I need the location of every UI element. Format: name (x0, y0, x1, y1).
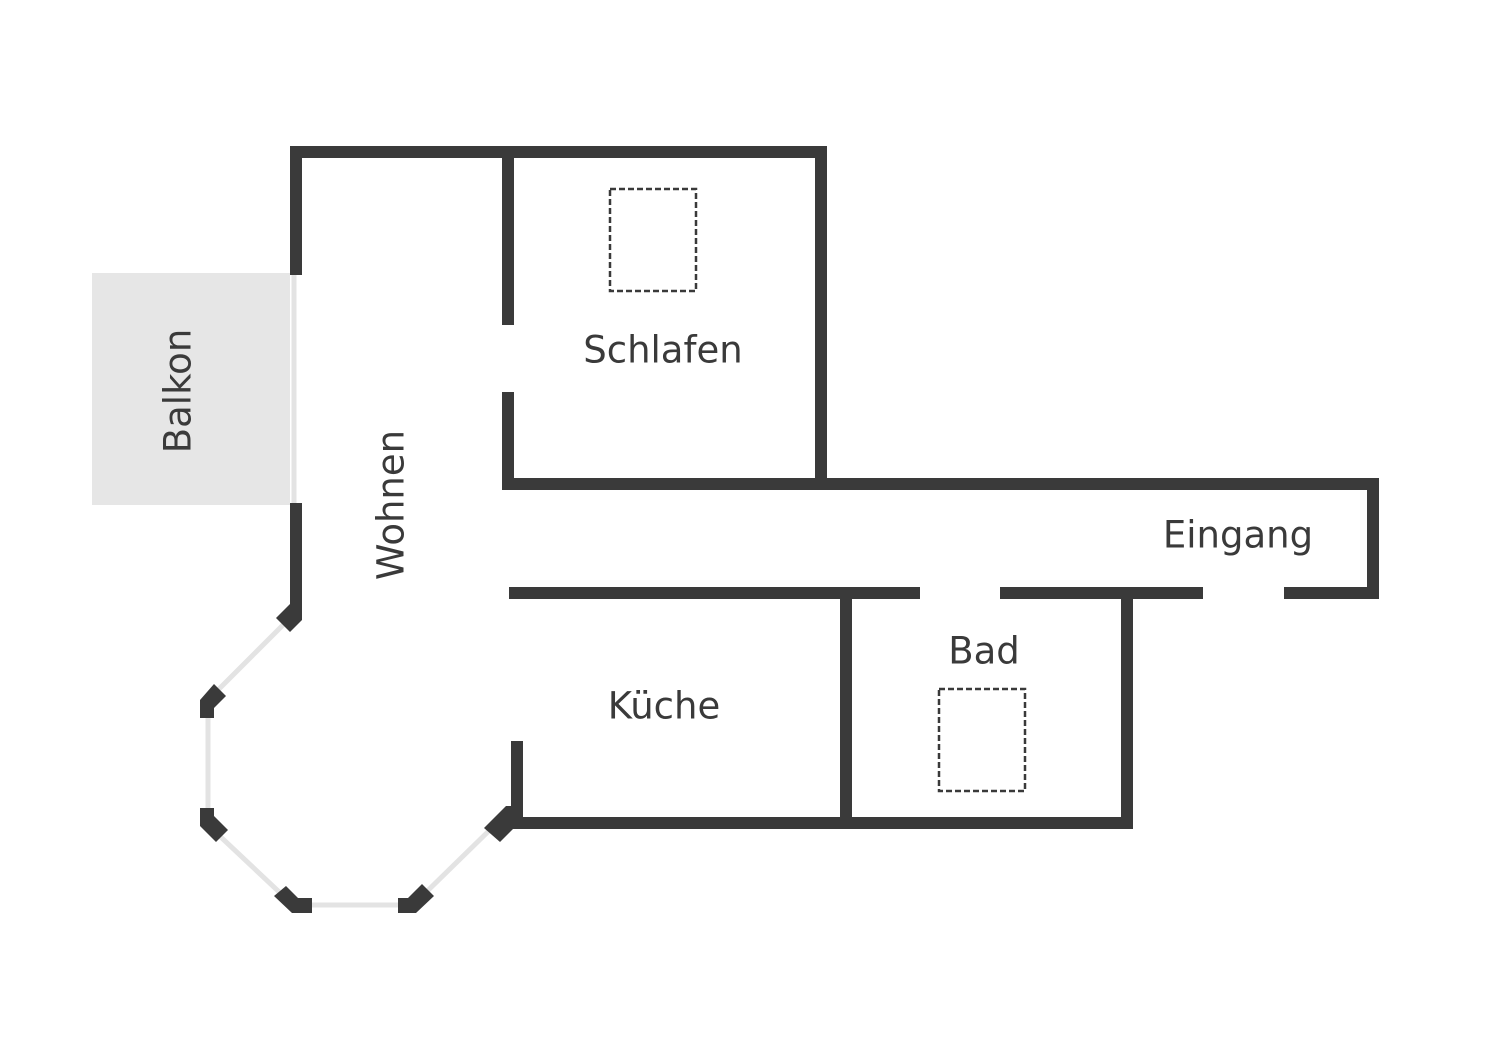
room-label-balkon: Balkon (157, 329, 200, 454)
bay-pier (276, 604, 302, 632)
shower-outline (937, 687, 1027, 793)
wall-hallway-top (502, 478, 1379, 598)
balcony-area (92, 273, 290, 505)
room-label-wohnen: Wohnen (370, 430, 413, 580)
bay-pier (274, 886, 312, 913)
room-label-bad: Bad (948, 630, 1020, 673)
bay-window-glazing (205, 618, 502, 908)
bay-pier (398, 884, 434, 913)
bay-pier (200, 808, 228, 842)
bed-outline (608, 187, 698, 293)
wall-top-and-left (290, 146, 827, 484)
room-label-kueche: Küche (608, 685, 720, 728)
bay-pier (484, 806, 522, 842)
bay-pier (200, 684, 226, 718)
room-label-schlafen: Schlafen (583, 329, 742, 372)
room-label-eingang: Eingang (1163, 514, 1313, 557)
